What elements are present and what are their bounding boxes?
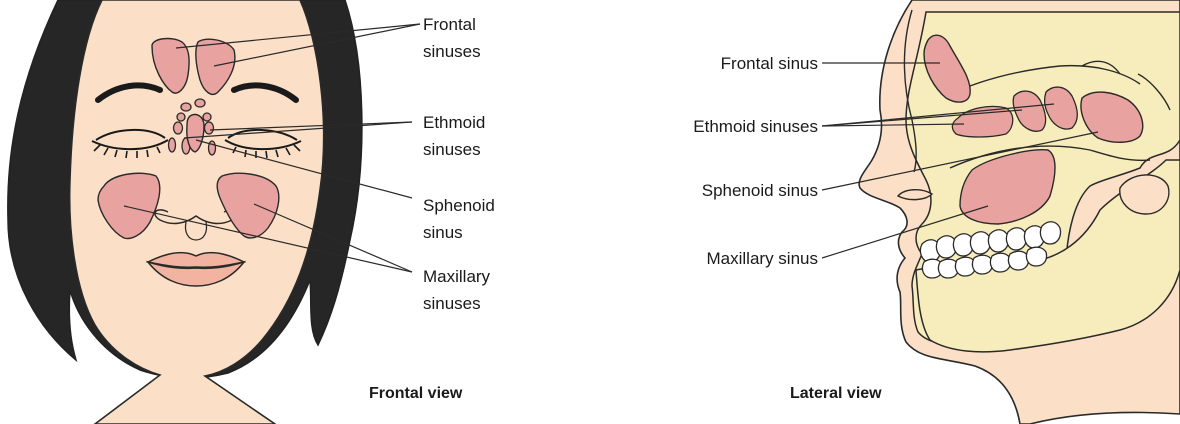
label-sphenoid-sinus: Sphenoid: [423, 196, 495, 215]
label-ethmoid-sinuses-line2: sinuses: [423, 140, 481, 159]
label-lateral-sphenoid-sinus: Sphenoid sinus: [702, 181, 818, 200]
label-lateral-frontal-sinus: Frontal sinus: [721, 54, 818, 73]
label-ethmoid-sinuses: Ethmoid: [423, 113, 485, 132]
label-sphenoid-sinus-line2: sinus: [423, 223, 463, 242]
label-frontal-sinuses: Frontal: [423, 15, 476, 34]
label-frontal-sinuses-line2: sinuses: [423, 42, 481, 61]
label-lateral-maxillary-sinus: Maxillary sinus: [707, 249, 818, 268]
label-maxillary-sinuses: Maxillary: [423, 267, 491, 286]
frontal-view: Frontal sinuses Ethmoid sinuses Sphenoid…: [8, 0, 495, 424]
caption-lateral-view: Lateral view: [790, 385, 882, 402]
lateral-view: Frontal sinus Ethmoid sinuses Sphenoid s…: [693, 0, 1180, 424]
label-lateral-ethmoid-sinuses: Ethmoid sinuses: [693, 117, 818, 136]
caption-frontal-view: Frontal view: [369, 385, 463, 402]
label-maxillary-sinuses-line2: sinuses: [423, 294, 481, 313]
